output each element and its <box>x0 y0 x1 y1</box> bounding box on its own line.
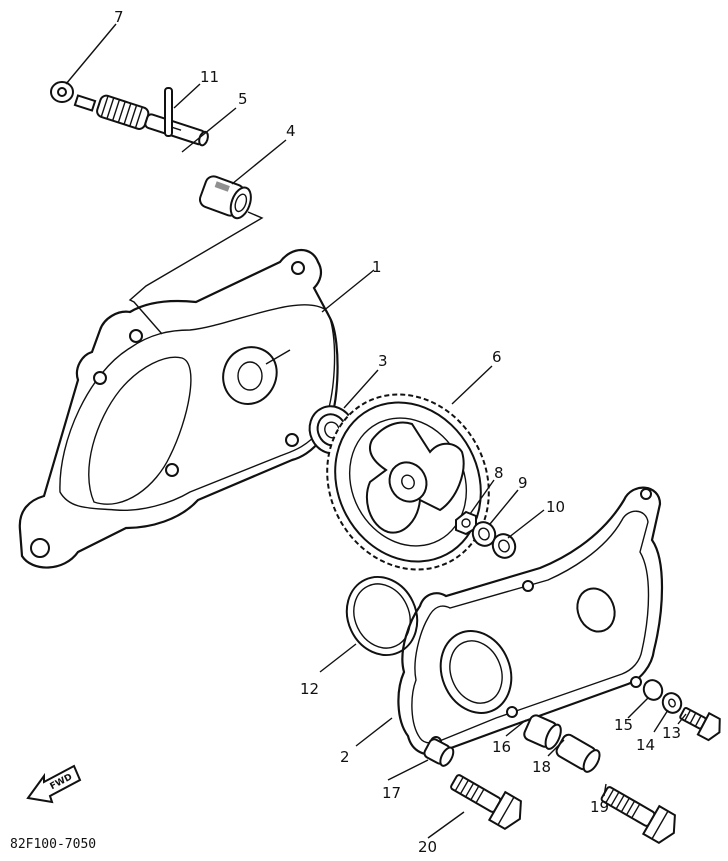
part-13-bolt <box>679 707 721 742</box>
part-18-collar <box>555 733 601 773</box>
part-4-bushing <box>198 175 252 220</box>
part-6-gear <box>326 393 490 571</box>
callout-20: 20 <box>418 838 437 856</box>
assembly-guide-line <box>128 211 264 335</box>
part-15-washer <box>642 679 664 701</box>
part-19-bolt <box>600 786 676 845</box>
part-10-washer <box>491 533 517 559</box>
callout-17: 17 <box>382 784 401 802</box>
callout-2: 2 <box>340 748 350 766</box>
callout-labels: 7 11 5 4 1 3 6 8 9 10 12 2 15 14 13 16 1… <box>114 8 681 856</box>
part-12-o-ring <box>345 576 419 656</box>
callout-8: 8 <box>494 464 504 482</box>
callout-3: 3 <box>378 352 388 370</box>
callout-16: 16 <box>492 738 511 756</box>
callout-10: 10 <box>546 498 565 516</box>
part-11-pin <box>164 87 173 137</box>
part-9-washer <box>471 521 497 547</box>
callout-14: 14 <box>636 736 655 754</box>
part-code-label: 82F100-7050 <box>10 837 96 852</box>
part-14-washer <box>661 692 683 714</box>
callout-4: 4 <box>286 122 296 140</box>
callout-15: 15 <box>614 716 633 734</box>
callout-1: 1 <box>372 258 382 276</box>
callout-5: 5 <box>238 90 248 108</box>
part-1-housing <box>18 248 339 569</box>
callout-12: 12 <box>300 680 319 698</box>
callout-19: 19 <box>590 798 609 816</box>
part-5-shaft <box>73 94 209 147</box>
leader-lines <box>65 23 687 839</box>
part-16-collar <box>523 714 562 750</box>
callout-7: 7 <box>114 8 124 26</box>
callout-9: 9 <box>518 474 528 492</box>
callout-18: 18 <box>532 758 551 776</box>
part-7-washer <box>50 81 74 103</box>
part-17-collar <box>423 738 455 767</box>
forward-direction-arrow: FWD <box>26 764 82 804</box>
callout-11: 11 <box>200 68 219 86</box>
part-20-bolt <box>450 774 522 831</box>
callout-13: 13 <box>662 724 681 742</box>
callout-6: 6 <box>492 348 502 366</box>
